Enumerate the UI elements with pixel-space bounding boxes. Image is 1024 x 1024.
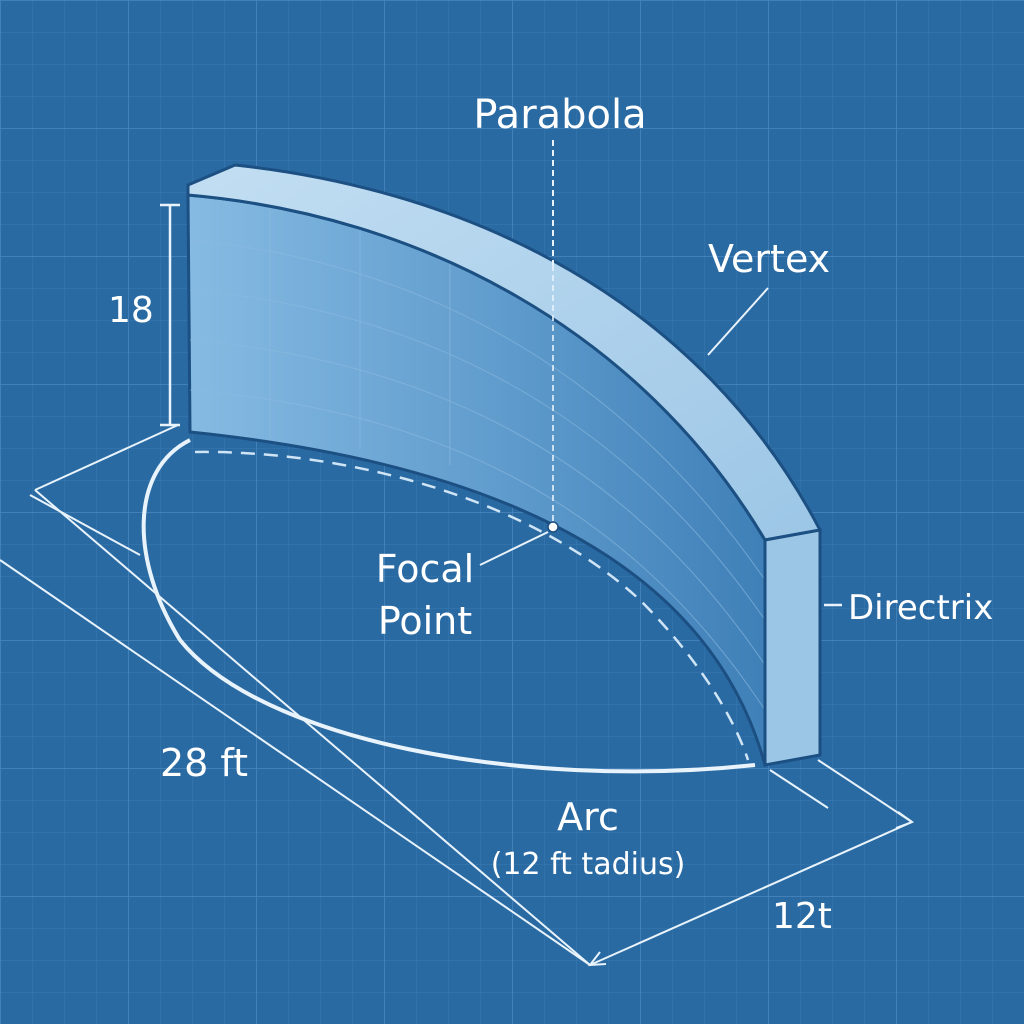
width-label: 12t — [772, 896, 832, 937]
directrix-label: Directrix — [848, 588, 993, 628]
wall-panel-lines — [189, 200, 766, 711]
height-label: 18 — [108, 290, 154, 331]
focal-point-dot — [547, 521, 559, 533]
arc-label-line1: Arc — [557, 795, 619, 839]
base-arc-dashed — [194, 450, 750, 761]
wall-end-face — [763, 528, 822, 767]
focal-label-line2: Point — [378, 599, 472, 643]
width-dimension — [587, 759, 915, 967]
parabola-label: Parabola — [473, 92, 646, 138]
base-arc — [141, 438, 756, 774]
vertex-leader — [707, 287, 769, 356]
focal-leader — [479, 531, 549, 566]
length-dimension — [0, 424, 591, 966]
focal-label-line1: Focal — [376, 547, 475, 591]
vertex-label: Vertex — [708, 237, 830, 281]
arc-label-line2: (12 ft tadius) — [491, 847, 686, 882]
length-label: 28 ft — [160, 741, 248, 785]
